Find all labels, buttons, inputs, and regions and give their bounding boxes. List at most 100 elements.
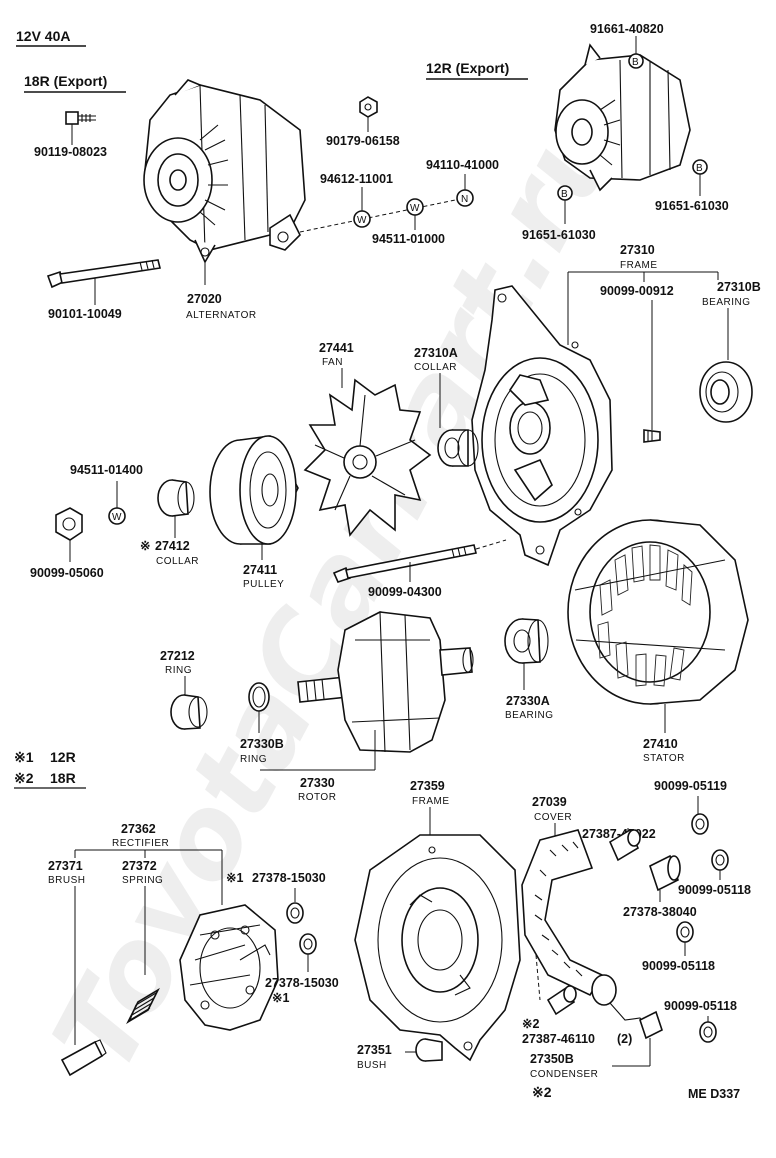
label-90099-05119: 90099-05119 bbox=[654, 779, 727, 793]
label-27378-15030-a: 27378-15030 bbox=[252, 871, 326, 885]
frame-27310-drawing bbox=[471, 285, 613, 567]
label-91651-61030-right: 91651-61030 bbox=[655, 199, 729, 213]
label-27378-38040: 27378-38040 bbox=[623, 905, 697, 919]
label-27387-46110-mark: ※2 bbox=[522, 1017, 539, 1031]
ring-27212-drawing bbox=[170, 694, 208, 730]
collar-27412-drawing bbox=[157, 479, 195, 517]
label-27212: 27212 bbox=[160, 649, 195, 663]
label-27371-name: BRUSH bbox=[48, 875, 86, 886]
label-27351: 27351 bbox=[357, 1043, 392, 1057]
label-27351-name: BUSH bbox=[357, 1060, 387, 1071]
note1-mark: ※1 bbox=[14, 749, 34, 765]
label-90101-10049: 90101-10049 bbox=[48, 307, 122, 321]
label-27330b: 27330B bbox=[240, 737, 284, 751]
condenser-27350b-drawing bbox=[591, 974, 663, 1040]
label-90099-04300: 90099-04300 bbox=[368, 585, 442, 599]
nut-90099-05119-drawing bbox=[691, 813, 709, 835]
label-27330a: 27330A bbox=[506, 694, 550, 708]
label-27310b: 27310B bbox=[717, 280, 761, 294]
label-27412-name: COLLAR bbox=[156, 556, 199, 567]
bolt-b-91651a-icon: B bbox=[692, 159, 708, 175]
label-27378-15030-b-mark: ※1 bbox=[272, 991, 289, 1005]
label-27350b-mark: ※2 bbox=[532, 1084, 552, 1100]
label-90099-05118-c: 90099-05118 bbox=[664, 999, 737, 1013]
bolt-90119-drawing bbox=[65, 111, 96, 125]
svg-text:W: W bbox=[112, 512, 122, 523]
label-27310b-name: BEARING bbox=[702, 297, 751, 308]
through-bolt-90099-04300-drawing bbox=[332, 544, 477, 583]
bearing-27330a-drawing bbox=[504, 618, 549, 664]
nut-90099-05060-drawing bbox=[55, 507, 83, 541]
label-27039-name: COVER bbox=[534, 812, 572, 823]
label-27039: 27039 bbox=[532, 795, 567, 809]
label-27362: 27362 bbox=[121, 822, 156, 836]
label-27441-name: FAN bbox=[322, 357, 343, 368]
label-27412-mark: ※ bbox=[140, 539, 150, 553]
svg-text:B: B bbox=[632, 57, 639, 68]
nut-90099-05118c-drawing bbox=[699, 1021, 717, 1043]
plug-27378-15030-a-drawing bbox=[286, 902, 304, 924]
label-27359-name: FRAME bbox=[412, 796, 450, 807]
washer-w-94612-icon: W bbox=[353, 210, 371, 228]
svg-text:B: B bbox=[561, 189, 568, 200]
label-27310: 27310 bbox=[620, 243, 655, 257]
label-27372: 27372 bbox=[122, 859, 157, 873]
bush-27351-drawing bbox=[415, 1038, 443, 1062]
label-90099-05118-a: 90099-05118 bbox=[678, 883, 751, 897]
alternator-18r-drawing bbox=[143, 79, 306, 264]
label-94110-41000: 94110-41000 bbox=[426, 158, 499, 172]
stator-27410-drawing bbox=[567, 519, 749, 705]
through-bolt-90101-drawing bbox=[46, 259, 161, 289]
alternator-12r-drawing bbox=[554, 43, 691, 192]
note1-text: 12R bbox=[50, 749, 76, 765]
cover-27039-drawing bbox=[521, 829, 604, 997]
terminal-27378-38040-drawing bbox=[649, 854, 681, 892]
nut-n-94110-icon: N bbox=[456, 189, 474, 207]
nut-90099-05118a-drawing bbox=[711, 849, 729, 871]
brush-27371-drawing bbox=[60, 1039, 107, 1077]
label-91661-40820: 91661-40820 bbox=[590, 22, 664, 36]
label-91651-61030-left: 91651-61030 bbox=[522, 228, 596, 242]
spec-label: 12V 40A bbox=[16, 28, 70, 44]
label-27410: 27410 bbox=[643, 737, 678, 751]
note2-mark: ※2 bbox=[14, 770, 34, 786]
label-27330b-name: RING bbox=[240, 754, 267, 765]
label-27362-name: RECTIFIER bbox=[112, 838, 169, 849]
label-27330-name: ROTOR bbox=[298, 792, 336, 803]
washer-w-94511b-icon: W bbox=[108, 507, 126, 525]
label-27330a-name: BEARING bbox=[505, 710, 554, 721]
frame-27359-drawing bbox=[354, 834, 521, 1062]
variant-18r-label: 18R (Export) bbox=[24, 73, 107, 89]
label-90099-05118-b: 90099-05118 bbox=[642, 959, 715, 973]
label-27330: 27330 bbox=[300, 776, 335, 790]
bolt-b-91661-icon: B bbox=[628, 53, 644, 69]
label-94612-11001: 94612-11001 bbox=[320, 172, 393, 186]
label-27310a: 27310A bbox=[414, 346, 458, 360]
label-27371: 27371 bbox=[48, 859, 83, 873]
collar-27310a-drawing bbox=[437, 429, 479, 467]
diagram-code: ME D337 bbox=[688, 1087, 740, 1101]
nut-90179-drawing bbox=[359, 96, 378, 118]
ring-27330b-drawing bbox=[248, 682, 270, 712]
svg-text:N: N bbox=[461, 194, 469, 205]
label-27359: 27359 bbox=[410, 779, 445, 793]
pulley-27411-drawing bbox=[209, 435, 299, 545]
rotor-27330-drawing bbox=[297, 611, 474, 753]
screw-90099-00912-drawing bbox=[643, 429, 661, 443]
label-90179-06158: 90179-06158 bbox=[326, 134, 400, 148]
plug-27378-15030-b-drawing bbox=[299, 933, 317, 955]
label-27020: 27020 bbox=[187, 292, 222, 306]
nut-90099-05118b-drawing bbox=[676, 921, 694, 943]
label-27350b-name: CONDENSER bbox=[530, 1069, 598, 1080]
bearing-27310b-drawing bbox=[699, 361, 753, 423]
label-27411: 27411 bbox=[243, 563, 277, 577]
label-94511-01000: 94511-01000 bbox=[372, 232, 445, 246]
fan-27441-drawing bbox=[303, 378, 432, 537]
rectifier-27362-drawing bbox=[179, 904, 279, 1031]
svg-text:B: B bbox=[696, 163, 703, 174]
note2-text: 18R bbox=[50, 770, 76, 786]
label-27378-15030-a-mark: ※1 bbox=[226, 871, 243, 885]
spring-27372-drawing bbox=[126, 987, 160, 1025]
label-27212-name: RING bbox=[165, 665, 192, 676]
